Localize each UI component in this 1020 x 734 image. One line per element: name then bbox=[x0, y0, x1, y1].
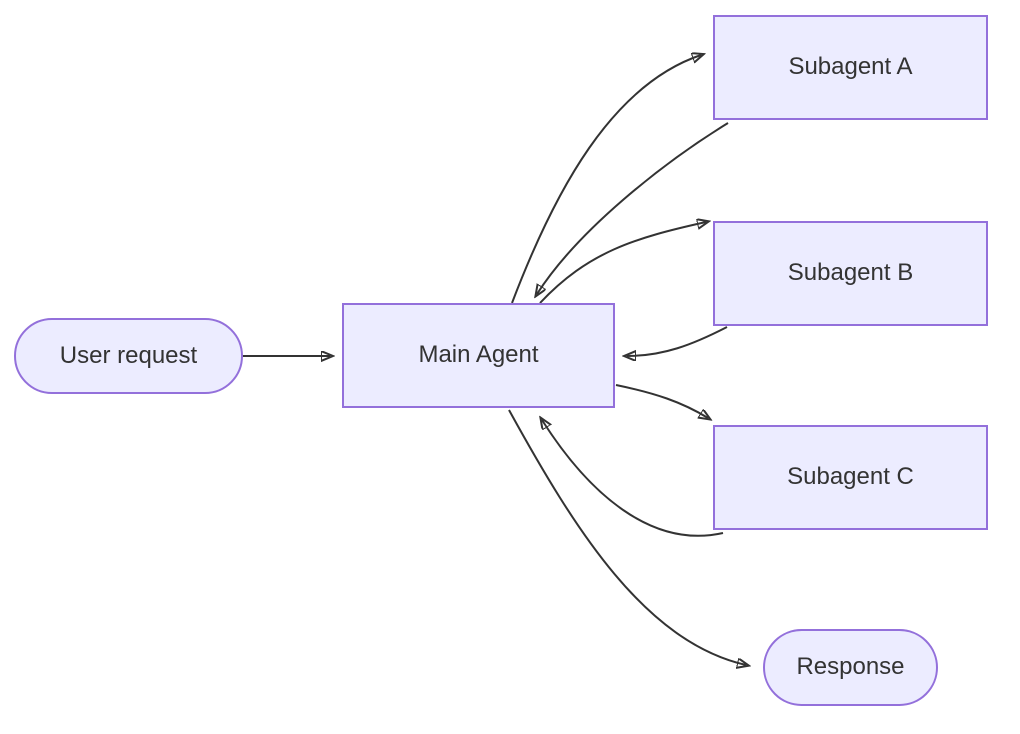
node-subagent-c-label: Subagent C bbox=[787, 463, 914, 491]
node-subagent-a: Subagent A bbox=[713, 15, 988, 120]
node-response-label: Response bbox=[796, 653, 905, 681]
edge-subagent-c-to-main-agent bbox=[542, 420, 724, 537]
node-main-agent: Main Agent bbox=[342, 303, 615, 408]
node-response: Response bbox=[763, 629, 938, 706]
node-subagent-c: Subagent C bbox=[713, 425, 988, 530]
edge-subagent-b-to-main-agent bbox=[627, 326, 728, 356]
node-subagent-b-label: Subagent B bbox=[787, 259, 914, 287]
edge-main-agent-to-response bbox=[508, 409, 746, 665]
node-user-request-label: User request bbox=[59, 341, 198, 369]
node-subagent-b: Subagent B bbox=[713, 221, 988, 326]
edge-subagent-a-to-main-agent bbox=[537, 122, 729, 294]
node-subagent-a-label: Subagent A bbox=[788, 53, 913, 81]
edge-main-agent-to-subagent-c bbox=[615, 384, 708, 418]
edge-main-agent-to-subagent-a bbox=[511, 55, 701, 304]
node-user-request: User request bbox=[14, 318, 243, 394]
edge-main-agent-to-subagent-b bbox=[539, 222, 706, 304]
node-main-agent-label: Main Agent bbox=[418, 341, 539, 369]
